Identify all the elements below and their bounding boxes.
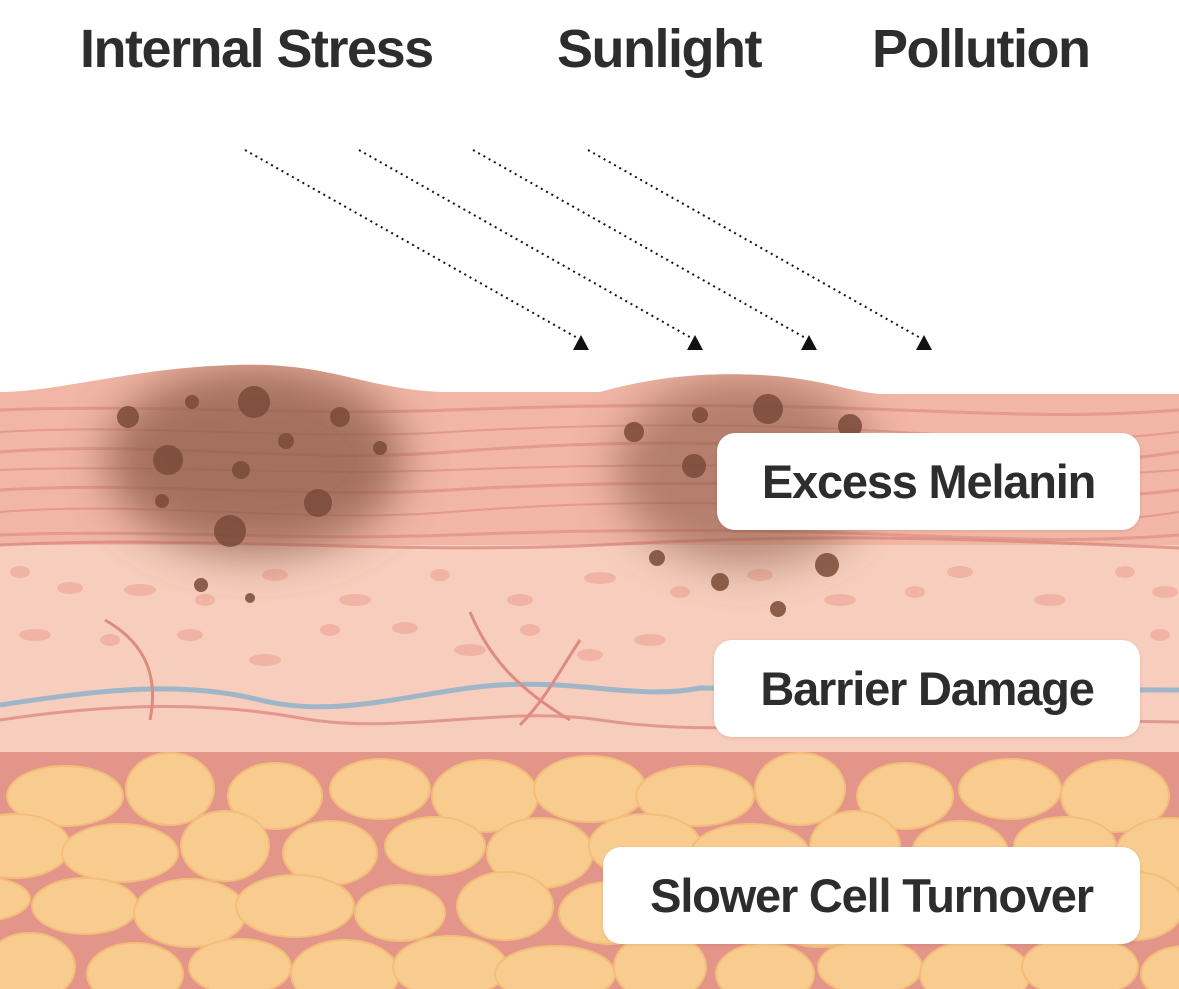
melanin-dot — [153, 445, 183, 475]
dermis-cell — [100, 634, 120, 646]
dermis-cell — [195, 594, 215, 606]
melanin-dot — [815, 553, 839, 577]
fat-cell — [235, 874, 355, 938]
dermis-cell — [57, 582, 83, 594]
dermis-cell — [392, 622, 418, 634]
melanin-dot — [278, 433, 294, 449]
capillary — [518, 639, 582, 727]
melanin-dot — [330, 407, 350, 427]
dotted-arrow — [472, 149, 810, 341]
melanin-dot — [373, 441, 387, 455]
arrowhead-icon — [687, 335, 703, 350]
dermis-cell — [507, 594, 533, 606]
fat-cell — [354, 884, 446, 942]
fat-cell — [31, 877, 139, 935]
melanin-dot — [682, 454, 706, 478]
melanin-dot — [753, 394, 783, 424]
capillary — [468, 611, 571, 722]
fat-cell — [0, 877, 31, 921]
fat-cell — [125, 752, 215, 826]
fat-cell — [635, 765, 755, 827]
dermis-cell — [124, 584, 156, 596]
dermis-cell — [1152, 586, 1178, 598]
arrowhead-icon — [573, 335, 589, 350]
fat-cell — [329, 758, 431, 820]
dermis-cell — [905, 586, 925, 598]
dotted-arrow — [587, 149, 925, 341]
dermis-cell — [634, 634, 666, 646]
dermis-detail — [10, 566, 1178, 666]
dermis-cell — [1034, 594, 1066, 606]
melanin-dot — [214, 515, 246, 547]
incoming-arrows — [244, 149, 932, 350]
vein — [0, 681, 1179, 710]
melanin-dot — [238, 386, 270, 418]
dermis-cell — [339, 594, 371, 606]
fat-cell — [392, 935, 508, 989]
factor-sunlight: Sunlight — [557, 19, 762, 79]
dermis-cell — [249, 654, 281, 666]
fat-cell — [384, 816, 486, 876]
dermis-cell — [584, 572, 616, 584]
melanin-dot — [185, 395, 199, 409]
melanin-dot — [232, 461, 250, 479]
fat-cell — [133, 878, 247, 948]
dermis-cell — [1115, 566, 1135, 578]
dermis-cell — [262, 569, 288, 581]
dermis-cell — [19, 629, 51, 641]
fat-cell — [856, 762, 954, 830]
fat-cell — [188, 938, 292, 989]
dermis-cell — [1150, 629, 1170, 641]
fat-cell — [0, 932, 76, 989]
dermis-cell — [747, 569, 773, 581]
fat-cell — [456, 871, 554, 941]
factor-pollution: Pollution — [872, 19, 1091, 79]
fat-cell — [86, 942, 184, 989]
fat-cell — [227, 762, 323, 830]
dermis-cell — [520, 624, 540, 636]
dermis-cell — [177, 629, 203, 641]
capillary — [104, 618, 155, 721]
melanin-dot — [304, 489, 332, 517]
melanin-dot — [245, 593, 255, 603]
fat-cell — [533, 755, 647, 823]
fat-cell — [1060, 759, 1170, 833]
melanin-dot — [649, 550, 665, 566]
factor-internal-stress: Internal Stress — [80, 19, 434, 79]
dermis-cell — [947, 566, 973, 578]
melanin-dot — [838, 414, 862, 438]
melanin-dot — [770, 601, 786, 617]
fat-cell — [958, 758, 1062, 820]
melanin-dot — [155, 494, 169, 508]
dotted-arrow — [244, 149, 582, 341]
dermis-cell — [430, 569, 450, 581]
melanin-dot — [194, 578, 208, 592]
dermis-cell — [10, 566, 30, 578]
dermis-cell — [320, 624, 340, 636]
fat-cell — [6, 765, 124, 827]
arrowhead-icon — [801, 335, 817, 350]
callout-barrier-damage: Barrier Damage — [714, 640, 1140, 737]
callout-slower-cell-turnover: Slower Cell Turnover — [603, 847, 1140, 944]
dermis-cell — [577, 649, 603, 661]
melanin-dot — [117, 406, 139, 428]
fat-cell — [61, 823, 179, 883]
fat-cell — [1140, 945, 1179, 989]
melanin-dot — [624, 422, 644, 442]
fat-cell — [817, 938, 923, 989]
melanin-dot — [711, 573, 729, 591]
fat-cell — [754, 752, 846, 826]
callout-excess-melanin: Excess Melanin — [717, 433, 1140, 530]
dotted-arrow — [358, 149, 696, 341]
dermis-cell — [824, 594, 856, 606]
fat-cell — [180, 810, 270, 882]
arrowhead-icon — [916, 335, 932, 350]
dermis-cell — [670, 586, 690, 598]
dermis-cell — [454, 644, 486, 656]
melanin-dot — [692, 407, 708, 423]
